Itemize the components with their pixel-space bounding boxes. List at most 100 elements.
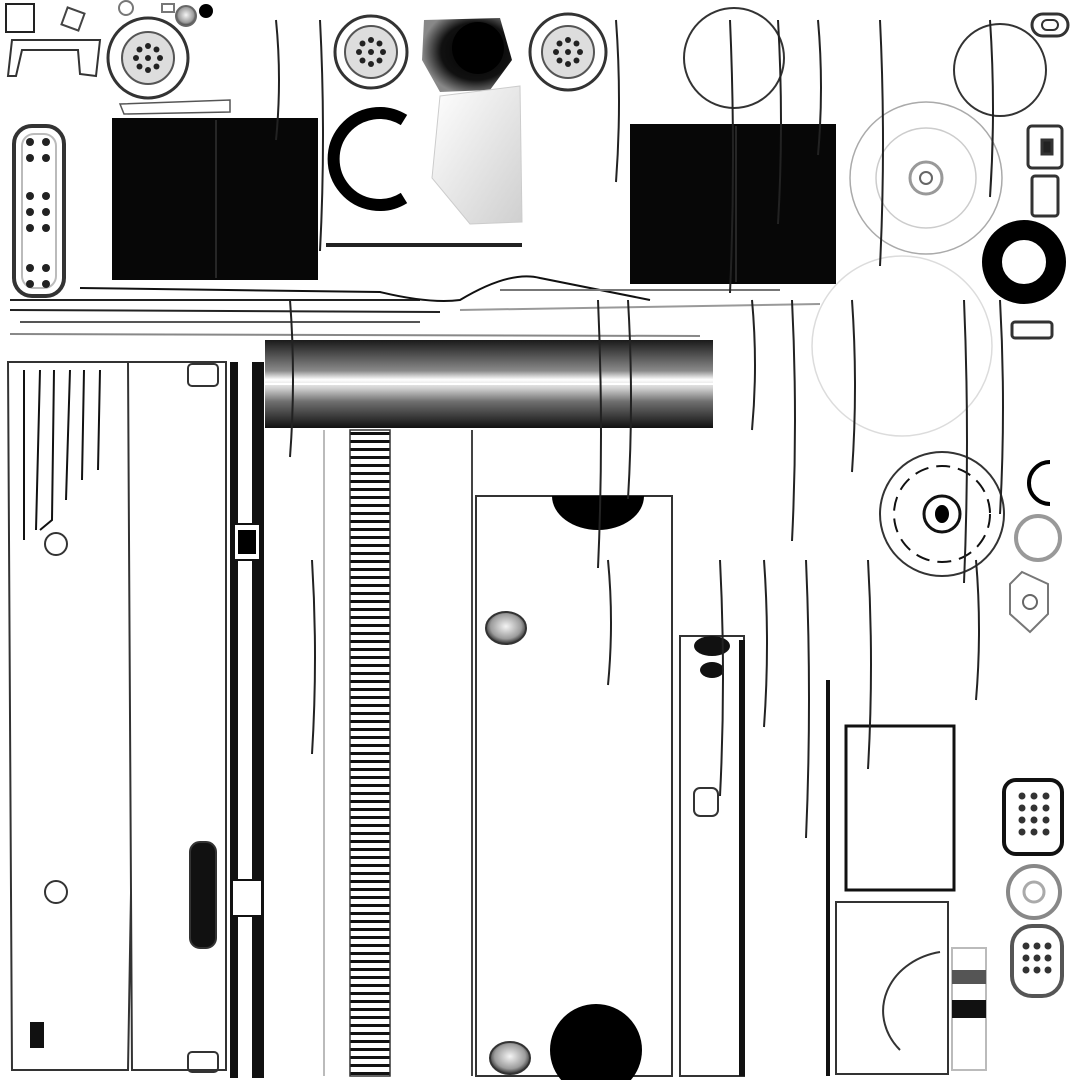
pad-button xyxy=(1030,816,1038,824)
speaker-grill-middle xyxy=(333,14,409,90)
pad-button xyxy=(1030,828,1038,836)
strip-dot xyxy=(26,208,34,216)
streak-line xyxy=(729,19,734,294)
grill-hole xyxy=(368,37,374,43)
strip-dot xyxy=(42,208,50,216)
streak-line xyxy=(275,19,280,141)
screen-frame xyxy=(844,724,956,892)
vertical-streaks xyxy=(275,19,1004,839)
pad-button xyxy=(1022,942,1030,950)
streak-line xyxy=(867,559,872,770)
streak-line xyxy=(719,559,724,797)
lens-circle-top xyxy=(683,7,1070,117)
strip-dot xyxy=(42,154,50,162)
strip-dot xyxy=(26,154,34,162)
center-tall-panel xyxy=(475,495,673,1080)
vertical-rail xyxy=(230,362,264,1078)
grill-hole xyxy=(145,55,151,61)
dark-blob-top xyxy=(422,18,512,92)
cable-lines xyxy=(9,275,821,337)
streak-line xyxy=(817,19,822,156)
grill-hole xyxy=(565,37,571,43)
streak-line xyxy=(963,299,968,584)
strip-dot xyxy=(42,224,50,232)
streak-line xyxy=(751,299,756,431)
pad-button xyxy=(1018,792,1026,800)
bottom-right-panel xyxy=(835,901,987,1075)
strip-dot xyxy=(42,280,50,288)
pad-button xyxy=(1042,804,1050,812)
vent-stripe-column xyxy=(323,429,473,1077)
c-ring-element xyxy=(326,85,523,247)
streak-line xyxy=(289,299,294,458)
grill-hole xyxy=(553,49,559,55)
round-plate-right xyxy=(849,101,1003,255)
pad-button xyxy=(1042,828,1050,836)
grill-hole xyxy=(577,49,583,55)
pad-button xyxy=(1018,828,1026,836)
pad-button xyxy=(1044,954,1052,962)
button-strip-panel xyxy=(12,124,66,298)
grill-hole xyxy=(133,55,139,61)
long-panel-left xyxy=(6,361,142,1071)
pad-button xyxy=(1033,954,1041,962)
black-ring xyxy=(982,220,1066,304)
strip-dot xyxy=(26,264,34,272)
grill-hole xyxy=(356,49,362,55)
small-connectors-right xyxy=(1010,124,1064,340)
right-center-column xyxy=(679,635,830,1077)
streak-line xyxy=(805,559,810,839)
strip-dot xyxy=(42,264,50,272)
pad-button xyxy=(1033,942,1041,950)
streak-line xyxy=(851,299,856,473)
pad-button xyxy=(1042,816,1050,824)
grill-hole xyxy=(153,63,160,70)
streak-line xyxy=(989,19,994,198)
grill-hole xyxy=(136,63,143,70)
streak-line xyxy=(627,299,632,500)
grill-hole xyxy=(368,61,374,67)
large-disc-right xyxy=(811,255,993,437)
long-panel-second xyxy=(126,361,227,1073)
grill-hole xyxy=(556,57,563,64)
pad-button xyxy=(1044,966,1052,974)
pad-button xyxy=(1018,804,1026,812)
streak-line xyxy=(975,559,980,701)
grill-hole xyxy=(145,67,151,73)
strip-dot xyxy=(26,224,34,232)
speaker-grill-left xyxy=(106,16,190,100)
small-rings-right xyxy=(1009,460,1062,634)
strip-dot xyxy=(26,280,34,288)
grill-hole xyxy=(145,43,151,49)
grill-hole xyxy=(380,49,386,55)
pad-button xyxy=(1030,804,1038,812)
pad-button xyxy=(1042,792,1050,800)
dark-band-panel xyxy=(265,340,713,428)
button-pad-upper xyxy=(1002,778,1064,920)
grill-hole xyxy=(376,40,383,47)
grill-hole xyxy=(556,40,563,47)
strip-dot xyxy=(42,138,50,146)
pad-button xyxy=(1022,966,1030,974)
speaker-grill-right xyxy=(528,12,608,92)
grill-hole xyxy=(157,55,163,61)
knob-dial xyxy=(879,451,1005,577)
streak-line xyxy=(615,19,620,183)
strip-dot xyxy=(42,192,50,200)
grill-hole xyxy=(368,49,374,55)
grill-hole xyxy=(136,46,143,53)
streak-line xyxy=(319,19,324,252)
grill-hole xyxy=(565,61,571,67)
top-left-detail-cluster xyxy=(5,0,231,115)
pad-button xyxy=(1022,954,1030,962)
streak-line xyxy=(791,299,796,542)
pad-button xyxy=(1033,966,1041,974)
pad-button xyxy=(1018,816,1026,824)
strip-dot xyxy=(26,192,34,200)
streak-line xyxy=(607,559,612,686)
pad-button xyxy=(1030,792,1038,800)
pad-button xyxy=(1044,942,1052,950)
grill-hole xyxy=(376,57,383,64)
grill-hole xyxy=(573,40,580,47)
